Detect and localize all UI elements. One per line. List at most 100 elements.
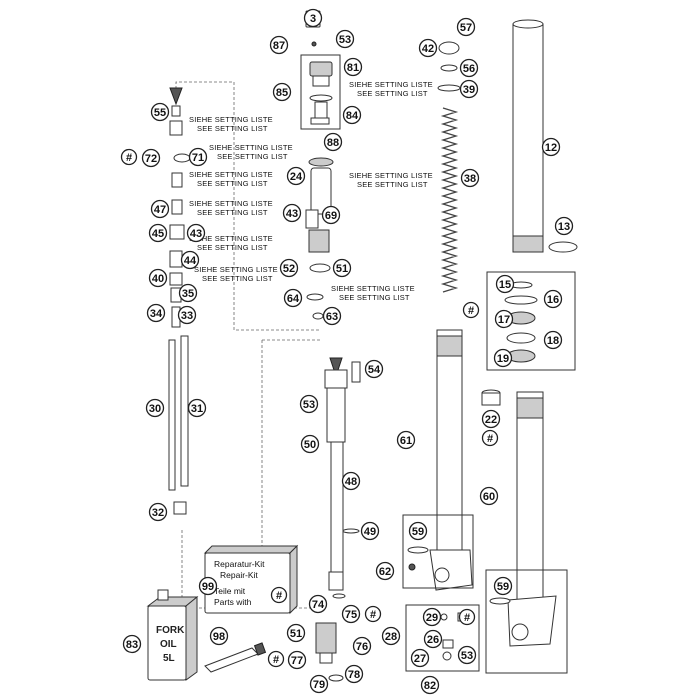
note-de: SIEHE SETTING LISTE xyxy=(349,80,433,89)
callout-c61: 61 xyxy=(396,430,416,450)
callout-number: # xyxy=(126,152,132,164)
callout-number: 51 xyxy=(290,628,302,640)
callout-circle xyxy=(494,309,514,329)
callout-c22: 22 xyxy=(481,409,501,429)
callout-circle xyxy=(177,305,197,325)
callout-c72: 72 xyxy=(141,148,161,168)
callout-circle xyxy=(150,199,170,219)
callout-number: 29 xyxy=(426,612,438,624)
callout-number: 16 xyxy=(547,294,559,306)
callout-number: 30 xyxy=(149,403,161,415)
callout-number: 48 xyxy=(345,476,357,488)
callout-number: 17 xyxy=(498,314,510,326)
callout-number: 24 xyxy=(290,171,303,183)
callout-c50: 50 xyxy=(300,434,320,454)
callout-number: 79 xyxy=(313,679,325,691)
callout-circle xyxy=(481,429,499,447)
callout-c81: 81 xyxy=(343,57,363,77)
note-en: SEE SETTING LIST xyxy=(197,179,268,188)
note-de: SIEHE SETTING LISTE xyxy=(331,284,415,293)
callout-circle xyxy=(410,648,430,668)
callout-circle xyxy=(335,29,355,49)
fork-oil-line1: FORK xyxy=(156,625,185,636)
callout-number: 40 xyxy=(152,273,164,285)
callout-circle xyxy=(462,301,480,319)
callout-number: 63 xyxy=(326,311,338,323)
callout-number: 49 xyxy=(364,526,376,538)
callout-number: 26 xyxy=(427,634,439,646)
callout-c47: 47 xyxy=(150,199,170,219)
callout-circle xyxy=(341,604,361,624)
cartridge-top-parts: ▲ xyxy=(300,10,341,215)
callout-c57: 57 xyxy=(456,17,476,37)
callout-number: 59 xyxy=(497,581,509,593)
note-de: SIEHE SETTING LISTE xyxy=(189,199,273,208)
callout-c51b: 51 xyxy=(286,623,306,643)
callout-c82: 82 xyxy=(420,675,440,695)
callout-hash7: # xyxy=(270,586,288,604)
callout-circle xyxy=(148,223,168,243)
callout-circle xyxy=(481,409,501,429)
callout-circle xyxy=(423,629,443,649)
callout-number: 88 xyxy=(327,137,339,149)
callout-c98: 98 xyxy=(209,626,229,646)
callout-number: 53 xyxy=(303,399,315,411)
callout-c43a: 43 xyxy=(282,203,302,223)
callout-circle xyxy=(364,359,384,379)
callout-number: 47 xyxy=(154,204,166,216)
right-axle-leg xyxy=(485,391,568,674)
callout-number: 77 xyxy=(291,655,303,667)
callout-number: # xyxy=(370,609,376,621)
callout-circle xyxy=(309,674,329,694)
callout-circle xyxy=(344,664,364,684)
cartridge-tube xyxy=(324,357,361,591)
callout-number: 43 xyxy=(286,208,298,220)
callout-c64: 64 xyxy=(283,288,303,308)
callout-number: 74 xyxy=(312,599,325,611)
callout-c31: 31 xyxy=(187,398,207,418)
callout-circle xyxy=(341,471,361,491)
repair-kit-line2: Repair-Kit xyxy=(220,570,258,580)
callout-number: 87 xyxy=(273,40,285,52)
callout-c76: 76 xyxy=(352,636,372,656)
callout-circle xyxy=(479,486,499,506)
callout-number: 78 xyxy=(348,669,360,681)
callout-c55: 55 xyxy=(150,102,170,122)
fork-spring xyxy=(437,41,461,293)
callout-c99: 99 xyxy=(198,576,218,596)
callout-c53c: 53 xyxy=(457,645,477,665)
callout-number: 50 xyxy=(304,439,316,451)
callout-c77: 77 xyxy=(287,650,307,670)
callout-circle xyxy=(418,38,438,58)
callout-number: 28 xyxy=(385,631,397,643)
callout-circle xyxy=(267,650,285,668)
callout-circle xyxy=(198,576,218,596)
callout-c27: 27 xyxy=(410,648,430,668)
note-en: SEE SETTING LIST xyxy=(197,243,268,252)
callout-circle xyxy=(493,348,513,368)
callout-number: 85 xyxy=(276,87,288,99)
callout-circle xyxy=(303,8,323,28)
callout-circle xyxy=(122,634,142,654)
callout-circle xyxy=(188,147,208,167)
callout-circle xyxy=(272,82,292,102)
callout-number: 98 xyxy=(213,631,225,643)
callout-c84: 84 xyxy=(342,105,362,125)
callout-circle xyxy=(458,608,476,626)
callout-circle xyxy=(396,430,416,450)
callout-circle xyxy=(120,148,138,166)
callout-circle xyxy=(150,102,170,122)
callout-c88: 88 xyxy=(323,132,343,152)
callout-c24: 24 xyxy=(286,166,306,186)
callout-number: 19 xyxy=(497,353,509,365)
callout-circle xyxy=(283,288,303,308)
callout-c17: 17 xyxy=(494,309,514,329)
callout-c12: 12 xyxy=(541,137,561,157)
callout-number: 84 xyxy=(346,110,359,122)
callout-c40: 40 xyxy=(148,268,168,288)
